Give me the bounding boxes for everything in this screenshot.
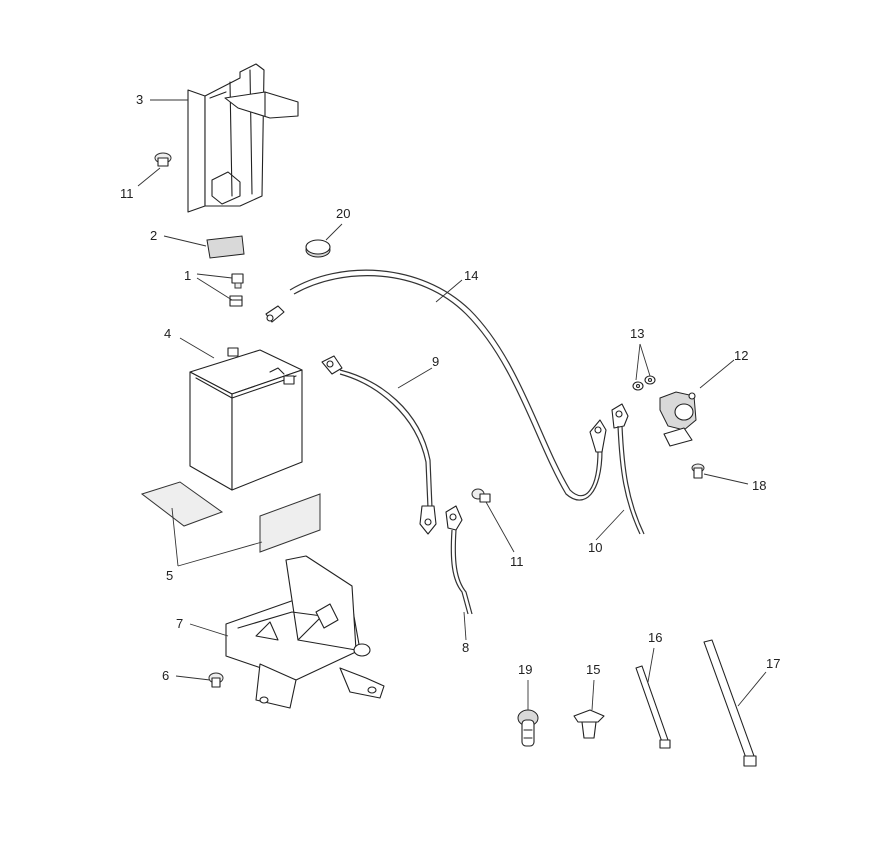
callout-labels: 1 2 3 4 5 6 7 8 9 10 11 11 12 13 14 15 1… <box>120 92 780 683</box>
terminal-14 <box>265 305 285 323</box>
callout-11-lower: 11 <box>510 554 524 569</box>
callout-5: 5 <box>166 568 173 583</box>
callout-4: 4 <box>164 326 171 341</box>
callout-13: 13 <box>630 326 644 341</box>
part-18-bolt <box>691 463 705 479</box>
callout-8: 8 <box>462 640 469 655</box>
part-2-pad <box>206 235 245 259</box>
part-13-nuts <box>632 375 656 391</box>
part-20-grommet <box>305 239 331 258</box>
callout-7: 7 <box>176 616 183 631</box>
callout-10: 10 <box>588 540 602 555</box>
callout-2: 2 <box>150 228 157 243</box>
callout-17: 17 <box>766 656 780 671</box>
part-19-rivet <box>517 709 539 747</box>
part-4-battery <box>189 347 303 491</box>
part-8-cable <box>445 505 473 615</box>
leader-lines <box>137 99 767 711</box>
callout-9: 9 <box>432 354 439 369</box>
part-11-bolt-lower <box>471 488 491 503</box>
callout-20: 20 <box>336 206 350 221</box>
callout-12: 12 <box>734 348 748 363</box>
part-7-tray <box>225 555 385 709</box>
callout-14: 14 <box>464 268 478 283</box>
callout-18: 18 <box>752 478 766 493</box>
callout-3: 3 <box>136 92 143 107</box>
part-6-bolt <box>208 672 224 688</box>
callout-15: 15 <box>586 662 600 677</box>
callout-6: 6 <box>162 668 169 683</box>
callout-16: 16 <box>648 630 662 645</box>
part-16-cable-tie <box>635 665 671 749</box>
part-3-bracket <box>187 63 299 213</box>
part-15-clip <box>573 709 605 739</box>
part-11-bolt-upper <box>154 152 172 167</box>
part-14-cable <box>289 269 607 501</box>
part-5-labels <box>140 481 321 553</box>
callout-11-upper: 11 <box>120 186 134 201</box>
callout-19: 19 <box>518 662 532 677</box>
part-12-solenoid <box>659 391 697 447</box>
part-1-hardware <box>229 273 244 307</box>
part-17-cable-tie <box>703 639 757 767</box>
part-10-cable <box>611 403 645 535</box>
part-9-cable <box>321 355 437 535</box>
callout-1: 1 <box>184 268 191 283</box>
